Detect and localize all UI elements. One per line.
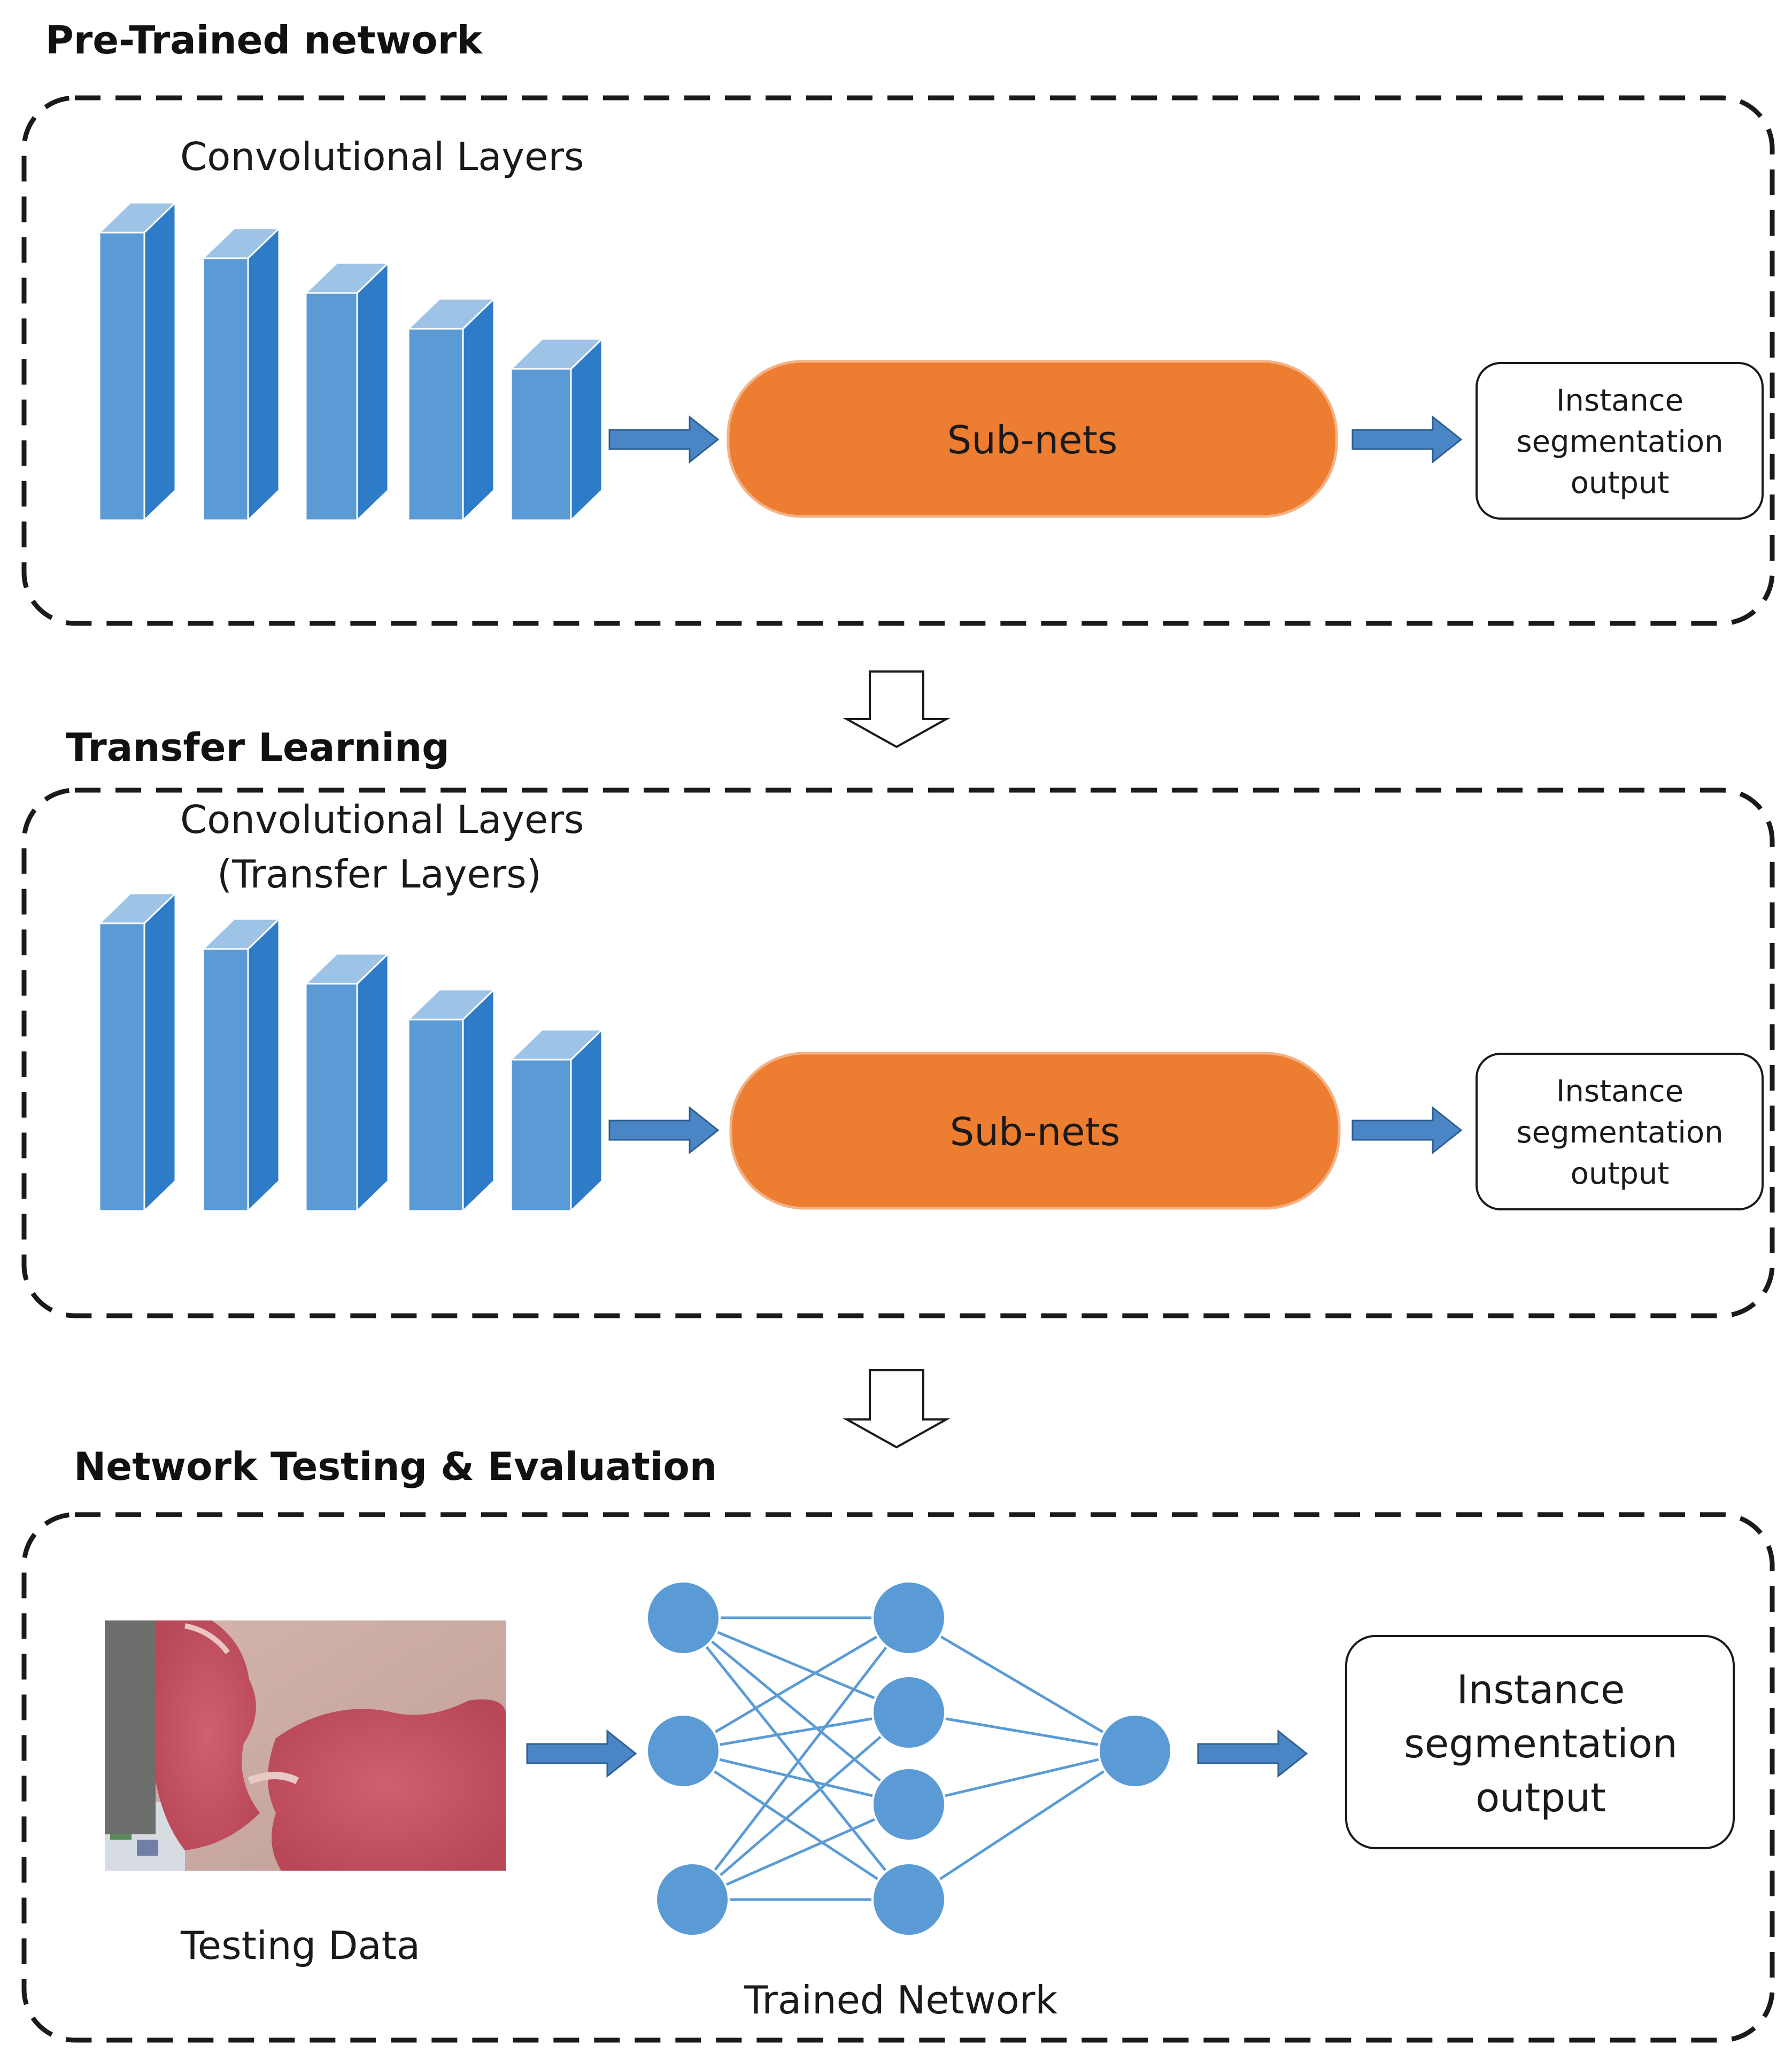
hidden-node xyxy=(871,1580,946,1655)
network-edge xyxy=(683,1711,909,1753)
testing-output-box xyxy=(1345,1635,1735,1849)
conv-layer-block-5 xyxy=(510,1059,572,1212)
testing-section: Network Testing & Evaluation Testing Dat… xyxy=(21,1444,1775,2043)
conv-layer-side xyxy=(570,1028,603,1213)
conv-layer-side xyxy=(356,261,389,522)
pretrained-arrow-to-output xyxy=(1351,415,1463,464)
pretrained-arrow-to-subnets xyxy=(608,415,720,464)
network-edge xyxy=(908,1616,1136,1753)
pretrained-section: Pre-Trained network Convolutional Layers… xyxy=(21,18,1775,626)
hidden-node xyxy=(871,1767,946,1842)
transfer-output-line-3: output xyxy=(1571,1156,1670,1191)
conv-layer-side xyxy=(247,917,280,1213)
network-edge xyxy=(908,1711,1136,1753)
transfer-arrow-to-output xyxy=(1351,1106,1463,1155)
transfer-title: Transfer Learning xyxy=(66,725,450,770)
pretrained-dashed-frame xyxy=(21,95,1775,626)
output-node xyxy=(1098,1713,1172,1788)
hidden-node xyxy=(871,1862,946,1937)
pretrained-conv-layers xyxy=(97,200,604,522)
transfer-arrow-to-subnets xyxy=(608,1106,720,1155)
pretrained-conv-label: Convolutional Layers xyxy=(180,134,584,179)
transfer-subnets-label: Sub-nets xyxy=(950,1109,1121,1154)
conv-layer-block-5 xyxy=(510,368,572,521)
conv-layer-block-1 xyxy=(98,231,145,521)
down-arrow-1 xyxy=(843,670,951,748)
testing-data-image xyxy=(105,1620,506,1871)
conv-layer-side xyxy=(462,987,495,1213)
transfer-conv-label-line2: (Transfer Layers) xyxy=(217,852,542,897)
network-edge xyxy=(908,1749,1136,1901)
network-edge xyxy=(691,1803,910,1901)
network-edge xyxy=(908,1749,1136,1806)
transfer-output-line-2: segmentation xyxy=(1516,1115,1723,1150)
pretrained-output-line-3: output xyxy=(1571,466,1670,500)
transfer-output-box xyxy=(1476,1053,1764,1210)
testing-output-line-2: segmentation xyxy=(1404,1721,1678,1767)
network-edge xyxy=(682,1616,910,1753)
down-arrow-2 xyxy=(843,1369,951,1449)
conv-layer-side xyxy=(247,226,280,522)
pretrained-subnets-block xyxy=(727,360,1338,518)
network-edge xyxy=(682,1617,910,1805)
conv-layer-block-1 xyxy=(98,922,145,1212)
testing-output-line-1: Instance xyxy=(1457,1667,1625,1713)
network-edge xyxy=(683,1749,909,1806)
network-edge xyxy=(682,1617,910,1901)
trained-network-label: Trained Network xyxy=(744,1978,1058,2023)
pretrained-output-box xyxy=(1476,362,1764,520)
conv-layer-side xyxy=(356,952,389,1213)
testing-dashed-frame xyxy=(21,1512,1775,2043)
network-edge xyxy=(683,1616,909,1714)
transfer-dashed-frame xyxy=(21,788,1775,1318)
conv-layer-side xyxy=(462,297,495,522)
input-node xyxy=(646,1580,721,1655)
conv-layer-block-4 xyxy=(407,1018,464,1212)
testing-arrow-to-network xyxy=(526,1729,637,1778)
network-edge xyxy=(691,1617,910,1901)
testing-data-label: Testing Data xyxy=(180,1923,420,1968)
conv-layer-block-3 xyxy=(305,292,358,521)
conv-layer-side xyxy=(143,200,176,522)
input-node xyxy=(646,1713,721,1788)
conv-layer-block-3 xyxy=(305,983,358,1212)
transfer-conv-label-line1: Convolutional Layers xyxy=(180,797,584,842)
pretrained-output-line-1: Instance xyxy=(1556,383,1683,418)
transfer-conv-layers xyxy=(97,891,604,1213)
transfer-section: Transfer Learning Convolutional Layers (… xyxy=(21,725,1775,1318)
conv-layer-block-4 xyxy=(407,328,464,521)
pretrained-title: Pre-Trained network xyxy=(45,18,483,63)
network-edge xyxy=(682,1749,910,1901)
conv-layer-block-2 xyxy=(202,948,249,1212)
pretrained-subnets-label: Sub-nets xyxy=(947,418,1118,462)
conv-layer-side xyxy=(570,337,603,522)
transfer-subnets-block xyxy=(729,1052,1341,1210)
hidden-node xyxy=(871,1675,946,1750)
pretrained-output-line-2: segmentation xyxy=(1516,424,1723,459)
trained-network xyxy=(646,1580,1172,1937)
input-node xyxy=(655,1862,730,1937)
network-edge xyxy=(691,1711,910,1901)
conv-layer-side xyxy=(143,891,176,1213)
testing-output-line-3: output xyxy=(1476,1775,1606,1821)
transfer-output-line-1: Instance xyxy=(1556,1074,1683,1109)
testing-title: Network Testing & Evaluation xyxy=(74,1444,717,1489)
testing-arrow-to-output xyxy=(1197,1729,1308,1778)
conv-layer-block-2 xyxy=(202,257,249,521)
